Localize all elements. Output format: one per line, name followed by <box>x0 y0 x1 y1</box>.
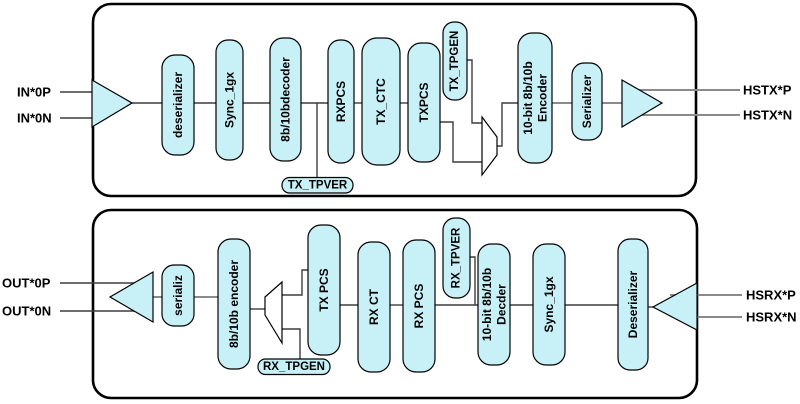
wire-txpcs2-to-mux2 <box>282 269 310 296</box>
label-out-p: OUT*0P <box>2 276 51 291</box>
block-10bit-encoder <box>517 32 553 164</box>
wire-rx-tpver-drop <box>470 256 476 305</box>
block-sync-top-label: Sync_1gx <box>223 72 237 128</box>
block-txpcs <box>407 42 441 163</box>
pill-rx-tpgen <box>257 358 331 376</box>
block-txctc-label: TX_CTC <box>374 78 388 125</box>
block-deserializer2 <box>617 238 649 371</box>
block-sync-1gx-bottom <box>532 243 566 366</box>
wire-rx-tpgen-to-mux2 <box>282 328 301 359</box>
block-tx-ctc <box>361 37 401 166</box>
block-decoder2-label-line1: 10-bit 8b/10b <box>480 268 494 341</box>
wire-tx-tpgen-to-mux <box>467 59 482 124</box>
rx-mux <box>264 280 283 346</box>
input-buffer-triangle <box>91 78 134 129</box>
block-8b10b-encoder <box>217 238 251 370</box>
block-8b10b-encoder-label: 8b/10b encoder <box>227 260 241 348</box>
mux-shapes <box>264 115 498 346</box>
block-deserializer <box>161 54 195 156</box>
block-tx-pcs-label: TX PCS <box>317 268 331 311</box>
pill-tx-tpver <box>281 176 354 194</box>
block-rxpcs <box>327 39 355 164</box>
wire-mux-to-encoder <box>497 102 518 147</box>
block-tx-pcs <box>307 224 341 356</box>
label-hsrx-p: HSRX*P <box>746 288 796 303</box>
cyan-shapes <box>91 21 698 376</box>
block-serializ <box>161 264 195 327</box>
block-serializ-label: serializ <box>171 275 185 316</box>
pill-tx-tpver-label: TX_TPVER <box>288 180 348 192</box>
block-txpcs-label: TXPCS <box>417 82 431 122</box>
block-encoder-label-line1: 10-bit 8b/10b <box>521 61 535 134</box>
block-rxpcs-label: RXPCS <box>334 81 348 122</box>
pill-tx-tpgen-label: TX_TPGEN <box>449 31 461 92</box>
block-8b10bdecoder <box>269 37 302 162</box>
label-in-n: IN*0N <box>17 111 52 126</box>
pill-rx-tpver <box>442 217 471 299</box>
wire-txpcs-to-mux <box>440 121 482 163</box>
block-sync-bottom-label: Sync_1gx <box>542 276 556 332</box>
block-10bit-decoder <box>477 243 511 366</box>
out-buffer-triangle <box>108 270 154 324</box>
block-encoder-label-line2: Encoder <box>536 74 550 122</box>
pill-tx-tpgen <box>442 21 468 101</box>
pill-rx-tpgen-label: RX_TPGEN <box>263 361 325 373</box>
pill-rx-tpver-label: RX_TPVER <box>451 227 463 288</box>
block-rx-ct-label: RX CT <box>367 288 381 325</box>
block-deserializer2-label: Deserializer <box>626 270 640 338</box>
block-rx-ct <box>357 241 391 373</box>
label-hsrx-n: HSRX*N <box>746 310 797 325</box>
block-serializer <box>571 62 603 141</box>
label-in-p: IN*0P <box>17 85 51 100</box>
label-hstx-n: HSTX*N <box>743 108 792 123</box>
block-rx-pcs-label: RX PCS <box>412 284 426 329</box>
block-serializer-label: Serializer <box>580 74 594 128</box>
block-8b10bdecoder-label: 8b/10bdecoder <box>279 57 293 142</box>
tx-mux <box>481 115 498 177</box>
hsrx-buffer-triangle <box>651 281 698 331</box>
output-buffer-triangle <box>621 78 664 129</box>
label-out-n: OUT*0N <box>2 304 51 319</box>
block-rx-pcs <box>402 239 436 373</box>
block-deserializer-label: deserializer <box>171 72 185 138</box>
label-hstx-p: HSTX*P <box>743 83 792 98</box>
block-decoder2-label-line2: Decder <box>495 284 509 325</box>
block-sync-1gx-top <box>215 39 244 161</box>
